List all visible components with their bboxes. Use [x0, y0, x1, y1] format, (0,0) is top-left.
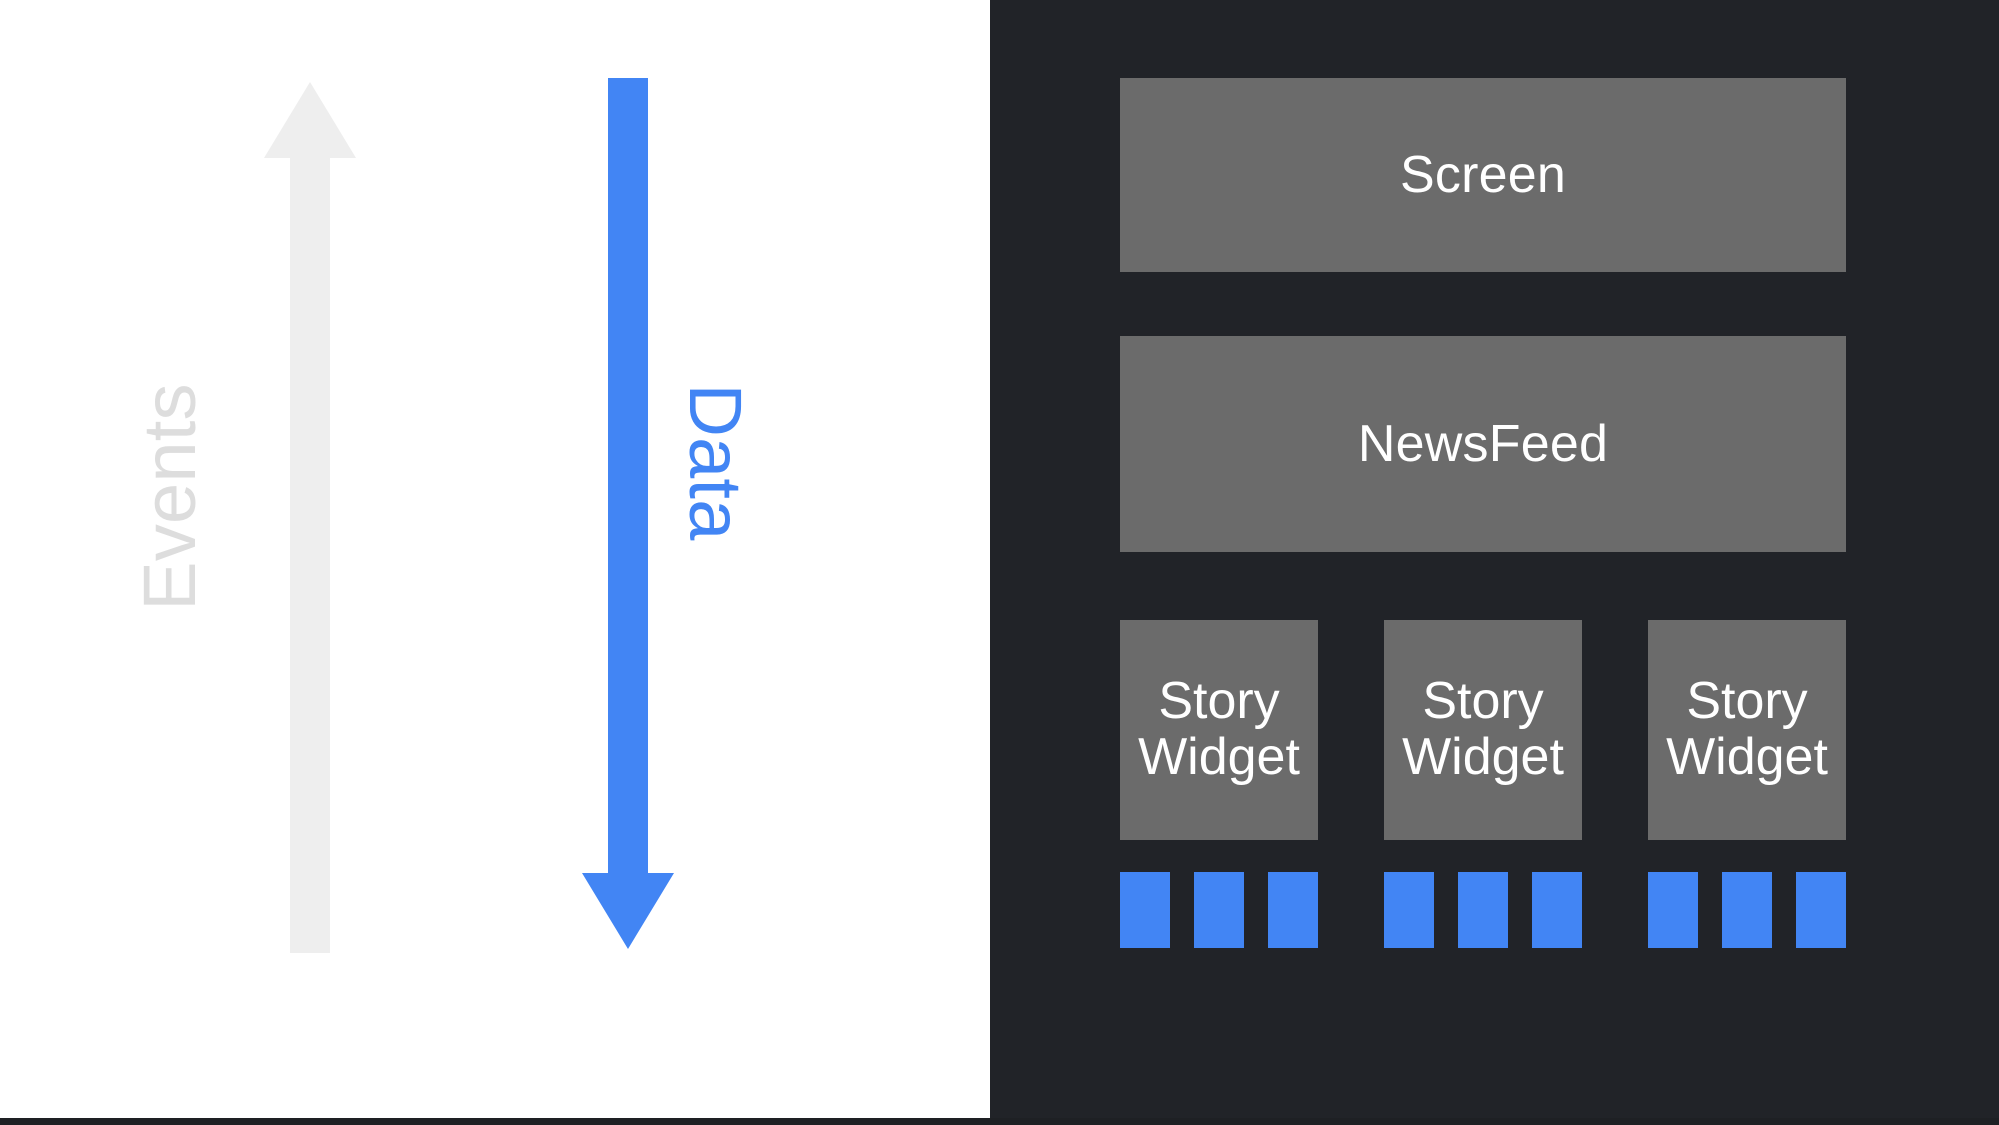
- data-arrow-icon: [582, 78, 674, 949]
- story-widget-node-1: Story Widget: [1120, 620, 1318, 840]
- story-widget-node-2: Story Widget: [1384, 620, 1582, 840]
- story-widget-label-line1: Story: [1686, 672, 1808, 731]
- newsfeed-node: NewsFeed: [1120, 336, 1846, 552]
- tick-block: [1796, 872, 1846, 948]
- story-widget-label-line2: Widget: [1666, 728, 1828, 786]
- tick-block: [1268, 872, 1318, 948]
- tick-block: [1120, 872, 1170, 948]
- tick-block: [1722, 872, 1772, 948]
- story-widget-group-1: Story Widget: [1120, 620, 1318, 950]
- story-widget-group-2: Story Widget: [1384, 620, 1582, 950]
- screen-node: Screen: [1120, 78, 1846, 272]
- story-widget-group-3: Story Widget: [1648, 620, 1846, 950]
- story-widget-label-line1: Story: [1158, 672, 1280, 731]
- story-widget-label-line2: Widget: [1402, 728, 1564, 786]
- story-widget-ticks-3: [1648, 872, 1846, 948]
- slide-bottom-edge: [0, 1118, 1999, 1125]
- tick-block: [1648, 872, 1698, 948]
- story-widget-row: Story Widget Story Widget: [1120, 620, 1846, 950]
- data-label: Data: [674, 383, 757, 541]
- newsfeed-node-label: NewsFeed: [1357, 415, 1609, 473]
- story-widget-ticks-2: [1384, 872, 1582, 948]
- story-widget-ticks-1: [1120, 872, 1318, 948]
- tick-block: [1194, 872, 1244, 948]
- tick-block: [1532, 872, 1582, 948]
- story-widget-node-3: Story Widget: [1648, 620, 1846, 840]
- tick-block: [1384, 872, 1434, 948]
- story-widget-label-line1: Story: [1422, 672, 1544, 731]
- events-arrow-icon: [264, 82, 356, 953]
- story-widget-label-line2: Widget: [1138, 728, 1300, 786]
- widget-tree-panel: Screen NewsFeed Story Widget: [990, 0, 1999, 1118]
- screen-node-label: Screen: [1400, 146, 1566, 204]
- events-label: Events: [128, 383, 211, 611]
- tick-block: [1458, 872, 1508, 948]
- flow-legend-pane: Events Data: [0, 0, 990, 1118]
